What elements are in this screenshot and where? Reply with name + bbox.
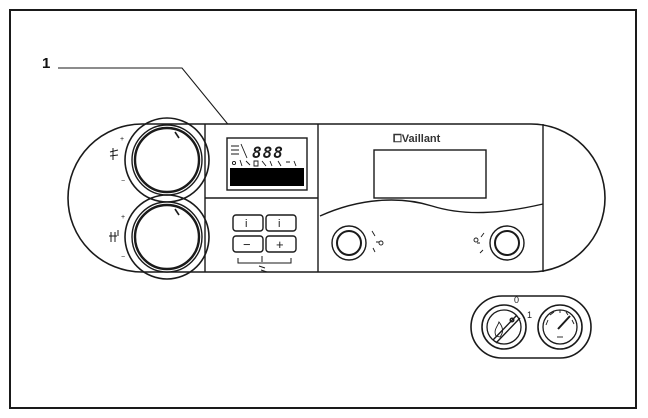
switch-gauge-housing — [470, 295, 592, 359]
main-power-switch[interactable] — [481, 304, 527, 350]
display-black-bar — [230, 168, 304, 186]
pressure-gauge-icon — [537, 304, 583, 350]
info-buttons-group: i i − + — [232, 214, 297, 273]
callout-number-1: 1 — [42, 55, 51, 72]
minus-button-label: − — [243, 237, 251, 252]
radiator-icon: + − — [109, 136, 125, 185]
brand-logo: ⧠Vaillant — [393, 133, 441, 145]
info-button-left-label: i — [245, 218, 247, 230]
minus-button[interactable] — [232, 235, 264, 253]
plus-button[interactable] — [265, 235, 297, 253]
left-inner-knob[interactable] — [331, 225, 367, 261]
info-button-right[interactable] — [265, 214, 297, 232]
left-inner-knob-scale-icon — [371, 230, 384, 253]
right-inner-knob[interactable] — [489, 225, 525, 261]
svg-text:+: + — [121, 214, 125, 221]
hot-water-temperature-knob[interactable] — [124, 194, 210, 280]
display-symbol-row — [231, 143, 297, 167]
panel-wave-line — [319, 199, 544, 217]
right-inner-knob-scale-icon — [473, 232, 485, 254]
svg-text:−: − — [121, 254, 125, 261]
info-window — [373, 149, 487, 199]
button-bracket — [237, 258, 292, 264]
heating-temperature-knob[interactable] — [124, 117, 210, 203]
plus-button-label: + — [276, 237, 284, 252]
svg-text:−: − — [121, 178, 125, 185]
digital-display: 888 — [226, 137, 308, 191]
chimney-sweep-icon — [258, 256, 268, 273]
flame-icon — [494, 321, 503, 338]
switch-off-label: 0 — [514, 295, 519, 305]
info-button-left[interactable] — [232, 214, 264, 232]
switch-on-label: 1 — [527, 310, 532, 320]
display-digits: 888 — [252, 143, 284, 162]
svg-text:+: + — [120, 136, 124, 143]
info-button-right-label: i — [278, 218, 280, 230]
hot-water-tap-icon: + − — [109, 214, 125, 261]
